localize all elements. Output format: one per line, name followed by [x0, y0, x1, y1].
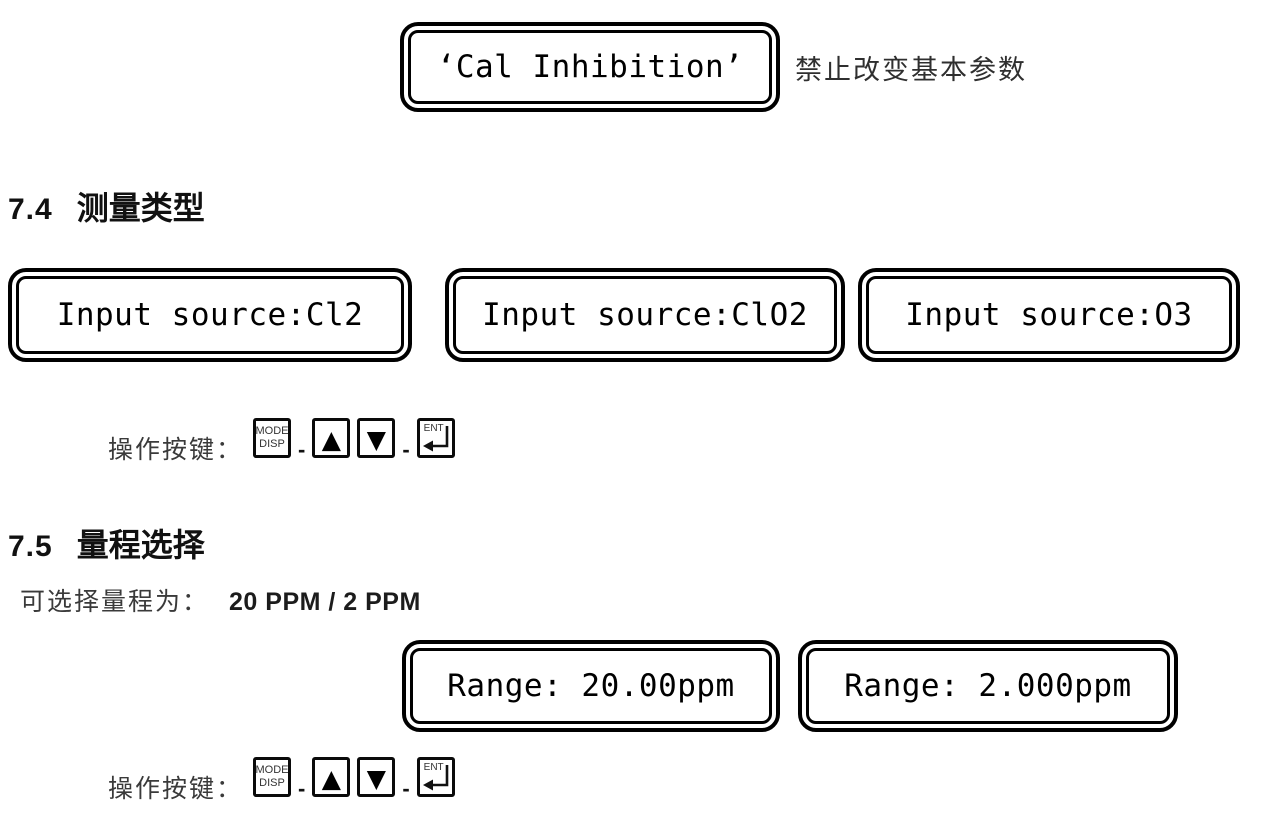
- lcd-text-cal-inhibition: ‘Cal Inhibition’: [408, 30, 772, 104]
- keys-label-7-5: 操作按键：: [108, 775, 244, 803]
- down-arrow-key: ▼: [357, 418, 396, 458]
- up-arrow-key: ▲: [312, 757, 351, 797]
- range-note-value: 20 PPM / 2 PPM: [229, 588, 421, 616]
- enter-arrow-icon: [422, 765, 448, 791]
- lcd-text-input-o3: Input source:O3: [866, 276, 1232, 354]
- ent-key: ENT: [416, 757, 455, 797]
- lcd-text-input-cl2: Input source:Cl2: [16, 276, 404, 354]
- down-arrow-key: ▼: [357, 757, 396, 797]
- section-number-7-4: 7.4: [8, 193, 53, 226]
- section-heading-7-4: 7.4 测量类型: [8, 183, 205, 229]
- up-arrow-icon: ▲: [321, 424, 341, 454]
- lcd-text-input-clo2: Input source:ClO2: [453, 276, 837, 354]
- lcd-display-range-20: Range: 20.00ppm: [402, 640, 780, 732]
- mode-disp-key: MODE DISP: [253, 757, 291, 797]
- section-number-7-5: 7.5: [8, 530, 53, 563]
- keys-label-7-4: 操作按键：: [108, 436, 244, 464]
- ent-key: ENT: [416, 418, 455, 458]
- keypad-row-7-4: MODE DISP - ▲ ▼ - ENT: [253, 418, 455, 462]
- key-separator-dash: -: [298, 776, 306, 801]
- ent-key-label: ENT: [423, 762, 444, 773]
- section-title-7-5: 量程选择: [76, 527, 205, 563]
- down-arrow-icon: ▼: [366, 763, 386, 793]
- key-separator-dash: -: [402, 776, 410, 801]
- key-separator-dash: -: [402, 437, 410, 462]
- mode-key-line1: MODE: [255, 764, 289, 777]
- range-note: 可选择量程为： 20 PPM / 2 PPM: [20, 582, 421, 618]
- lcd-display-input-cl2: Input source:Cl2: [8, 268, 412, 362]
- up-arrow-icon: ▲: [321, 763, 341, 793]
- mode-key-line2: DISP: [259, 438, 285, 450]
- mode-disp-key: MODE DISP: [253, 418, 291, 458]
- down-arrow-icon: ▼: [366, 424, 386, 454]
- lcd-text-range-2: Range: 2.000ppm: [806, 648, 1170, 724]
- lcd-text-range-20: Range: 20.00ppm: [410, 648, 772, 724]
- up-arrow-key: ▲: [312, 418, 351, 458]
- lcd-display-input-o3: Input source:O3: [858, 268, 1240, 362]
- note-cal-inhibition: 禁止改变基本参数: [795, 55, 1027, 85]
- keypad-row-7-5: MODE DISP - ▲ ▼ - ENT: [253, 757, 455, 801]
- lcd-display-range-2: Range: 2.000ppm: [798, 640, 1178, 732]
- lcd-display-input-clo2: Input source:ClO2: [445, 268, 845, 362]
- mode-key-line2: DISP: [259, 777, 285, 789]
- mode-key-line1: MODE: [255, 425, 289, 438]
- section-title-7-4: 测量类型: [76, 190, 205, 226]
- ent-key-label: ENT: [423, 423, 444, 434]
- range-note-label: 可选择量程为：: [20, 588, 210, 616]
- enter-arrow-icon: [422, 426, 448, 452]
- section-heading-7-5: 7.5 量程选择: [8, 520, 205, 566]
- lcd-display-cal-inhibition: ‘Cal Inhibition’: [400, 22, 780, 112]
- key-separator-dash: -: [298, 437, 306, 462]
